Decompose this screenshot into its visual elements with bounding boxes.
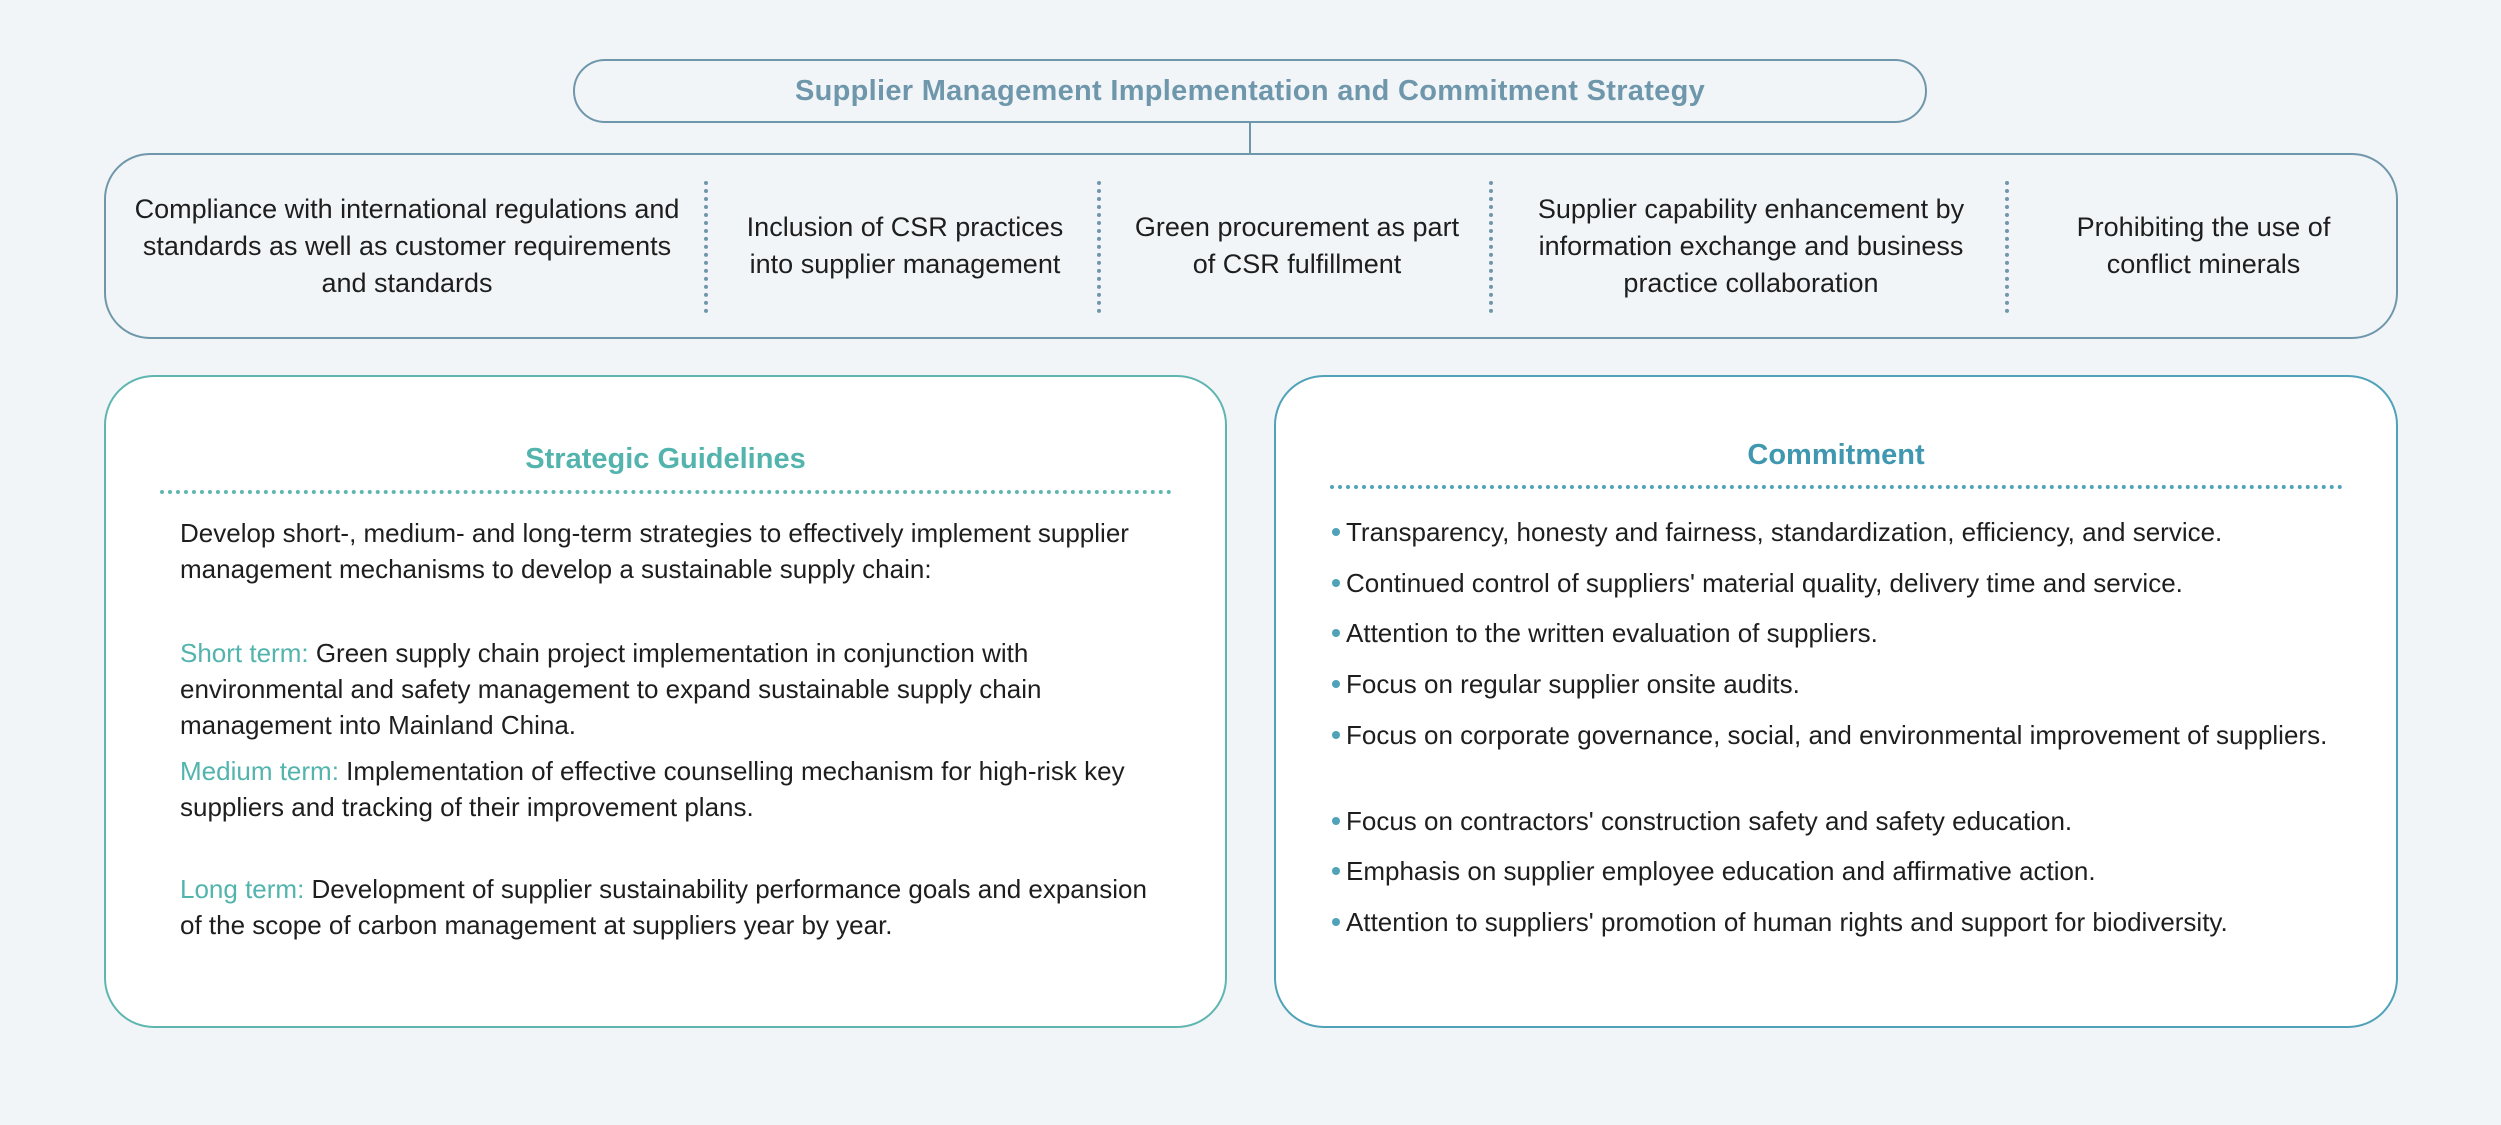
list-item: Focus on contractors' construction safet… bbox=[1332, 806, 2362, 837]
commitment-card: Commitment Transparency, honesty and fai… bbox=[1274, 375, 2398, 1028]
title-connector bbox=[1249, 123, 1251, 154]
list-item: Attention to the written evaluation of s… bbox=[1332, 618, 2362, 649]
principle-capability: Supplier capability enhancement by infor… bbox=[1495, 155, 2007, 337]
medium-term-label: Medium term: bbox=[180, 756, 339, 786]
list-item-text: Emphasis on supplier employee education … bbox=[1346, 856, 2096, 886]
list-item-text: Focus on corporate governance, social, a… bbox=[1346, 720, 2328, 750]
principle-green-procurement-text: Green procurement as part of CSR fulfill… bbox=[1134, 212, 1460, 279]
short-term: Short term: Green supply chain project i… bbox=[180, 635, 1160, 743]
short-term-label: Short term: bbox=[180, 638, 309, 668]
principle-divider bbox=[704, 181, 708, 313]
bullet-dot-icon bbox=[1332, 867, 1340, 875]
long-term: Long term: Development of supplier susta… bbox=[180, 871, 1160, 943]
list-item: Focus on corporate governance, social, a… bbox=[1332, 720, 2362, 751]
commitment-divider bbox=[1330, 485, 2343, 489]
principle-csr-practices-text: Inclusion of CSR practices into supplier… bbox=[746, 212, 1064, 279]
bullet-dot-icon bbox=[1332, 579, 1340, 587]
list-item: Emphasis on supplier employee education … bbox=[1332, 856, 2362, 887]
strategic-guidelines-title: Strategic Guidelines bbox=[525, 443, 806, 475]
list-item: Attention to suppliers' promotion of hum… bbox=[1332, 907, 2362, 938]
list-item: Transparency, honesty and fairness, stan… bbox=[1332, 517, 2362, 548]
list-item-text: Attention to suppliers' promotion of hum… bbox=[1346, 907, 2228, 937]
medium-term: Medium term: Implementation of effective… bbox=[180, 753, 1160, 825]
list-item: Focus on regular supplier onsite audits. bbox=[1332, 669, 2362, 700]
principle-compliance: Compliance with international regulation… bbox=[106, 155, 706, 337]
principle-capability-text: Supplier capability enhancement by infor… bbox=[1537, 193, 1965, 298]
bullet-dot-icon bbox=[1332, 629, 1340, 637]
strategy-title-text: Supplier Management Implementation and C… bbox=[794, 74, 1706, 107]
list-item-text: Focus on regular supplier onsite audits. bbox=[1346, 669, 1800, 699]
principle-conflict-minerals: Prohibiting the use of conflict minerals bbox=[2011, 155, 2396, 337]
bullet-dot-icon bbox=[1332, 918, 1340, 926]
guidelines-intro: Develop short-, medium- and long-term st… bbox=[180, 518, 1129, 584]
principle-divider bbox=[1097, 181, 1101, 313]
principle-compliance-text: Compliance with international regulation… bbox=[134, 193, 680, 298]
short-term-text: Green supply chain project implementatio… bbox=[180, 638, 1042, 740]
medium-term-text: Implementation of effective counselling … bbox=[180, 756, 1125, 822]
list-item-text: Continued control of suppliers' material… bbox=[1346, 568, 2183, 598]
principle-conflict-minerals-text: Prohibiting the use of conflict minerals bbox=[2076, 212, 2331, 279]
list-item-text: Focus on contractors' construction safet… bbox=[1346, 806, 2073, 836]
bullet-dot-icon bbox=[1332, 817, 1340, 825]
principle-csr-practices: Inclusion of CSR practices into supplier… bbox=[710, 155, 1100, 337]
commitment-title: Commitment bbox=[1747, 439, 1925, 471]
strategic-guidelines-card: Strategic Guidelines Develop short-, med… bbox=[104, 375, 1227, 1028]
strategy-title: Supplier Management Implementation and C… bbox=[573, 59, 1927, 123]
long-term-label: Long term: bbox=[180, 874, 305, 904]
principle-green-procurement: Green procurement as part of CSR fulfill… bbox=[1103, 155, 1491, 337]
principle-divider bbox=[2005, 181, 2009, 313]
list-item: Continued control of suppliers' material… bbox=[1332, 568, 2362, 599]
guidelines-divider bbox=[160, 490, 1172, 494]
list-item-text: Transparency, honesty and fairness, stan… bbox=[1346, 517, 2223, 547]
principle-divider bbox=[1489, 181, 1493, 313]
bullet-dot-icon bbox=[1332, 680, 1340, 688]
bullet-dot-icon bbox=[1332, 731, 1340, 739]
principles-box: Compliance with international regulation… bbox=[104, 153, 2398, 339]
long-term-text: Development of supplier sustainability p… bbox=[180, 874, 1147, 940]
bullet-dot-icon bbox=[1332, 528, 1340, 536]
list-item-text: Attention to the written evaluation of s… bbox=[1346, 618, 1878, 648]
